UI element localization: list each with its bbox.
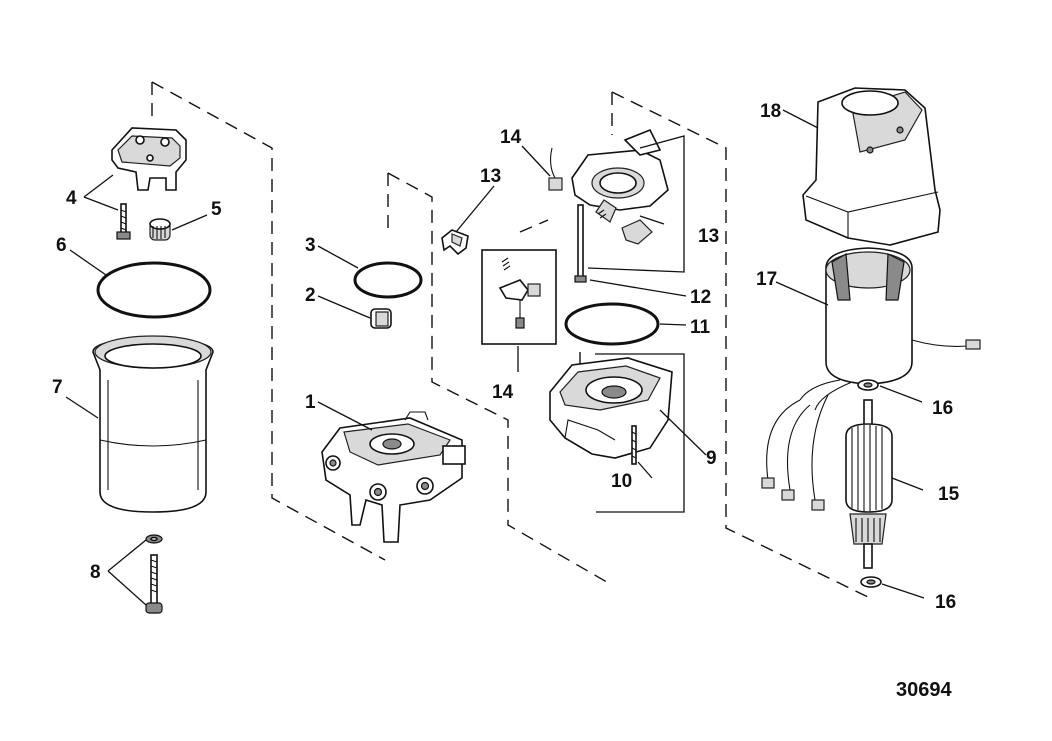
callout-8: 8 [90,562,101,583]
callout-labels: 1 2 3 4 5 6 7 8 9 10 11 12 13 13 14 14 1… [52,101,960,613]
callout-9: 9 [706,448,717,469]
reservoir-icon [92,335,214,513]
end-cap-icon [549,357,673,459]
o-ring-icon [564,302,660,346]
callout-10: 10 [611,471,632,492]
o-ring-icon [353,261,423,299]
figure-number: 30694 [896,679,952,701]
brush-icon [441,229,469,256]
pump-body-icon [321,411,466,543]
callout-14-bottom: 14 [492,382,514,403]
callout-7: 7 [52,377,63,398]
motor-cover-icon [802,87,941,246]
callout-6: 6 [56,235,67,256]
callout-11: 11 [690,317,711,338]
callout-1: 1 [305,392,316,413]
field-frame-icon [761,247,981,511]
armature-icon [845,399,893,569]
washer-icon [145,534,163,544]
callout-15: 15 [938,484,960,505]
bracket-lines [587,135,685,513]
brush-plate-icon [571,128,669,245]
screw-icon [116,203,131,240]
screw-icon [631,425,637,465]
thermal-switch-icon [548,147,563,191]
callout-2: 2 [305,285,316,306]
washer-icon [857,379,879,391]
nut-icon [149,218,171,241]
callout-18: 18 [760,101,781,122]
screw-icon [574,204,587,283]
callout-5: 5 [211,199,222,220]
thermal-switch-icon [481,249,557,345]
callout-16-upper: 16 [932,398,953,419]
check-valve-icon [370,308,392,329]
callout-3: 3 [305,235,316,256]
callout-13-left: 13 [480,166,501,187]
callout-17: 17 [756,269,777,290]
screw-icon [145,554,163,614]
callout-16-lower: 16 [935,592,956,613]
leader-lines [65,109,925,606]
callout-4: 4 [66,188,77,209]
o-ring-icon [96,261,212,319]
callout-12: 12 [690,287,711,308]
cover-plate-icon [111,127,187,191]
callout-13-right: 13 [698,226,719,247]
washer-icon [860,576,882,588]
callout-14-top: 14 [500,127,522,148]
